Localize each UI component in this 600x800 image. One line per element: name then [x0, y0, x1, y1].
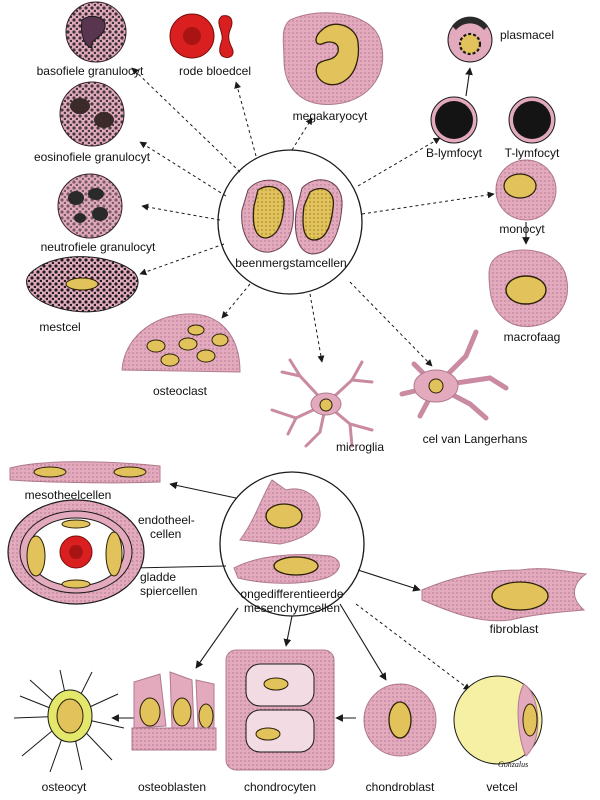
label-smooth-muscle-2: spiercellen — [140, 584, 198, 598]
label-plasma-cell: plasmacel — [500, 28, 555, 42]
neutrophil-cell — [57, 173, 123, 239]
mast-cell — [26, 256, 139, 313]
label-stem-cells: beenmergstamcellen — [235, 256, 347, 270]
mesothelial-cells — [9, 461, 161, 484]
osteoblast-cells — [131, 671, 217, 751]
t-lymphocyte-cell — [508, 96, 556, 144]
label-fibroblast: fibroblast — [489, 622, 539, 636]
label-osteoblasts: osteoblasten — [137, 780, 207, 794]
label-fat-cell: vetcel — [486, 780, 518, 794]
label-mesothelial: mesotheelcellen — [24, 488, 112, 502]
megakaryocyte-cell — [282, 12, 384, 105]
b-lymphocyte-cell — [430, 96, 478, 144]
label-microglia: microglia — [335, 440, 385, 454]
bone-marrow-stem-cells — [217, 149, 363, 295]
mesenchymal-arrows — [111, 481, 421, 722]
label-osteocyte: osteocyt — [41, 780, 87, 794]
label-eosinophil: eosinofiele granulocyt — [33, 150, 151, 164]
stem-cell-arrows — [131, 67, 495, 367]
artist-signature: Gonzalus — [498, 760, 529, 769]
osteocyte-cell — [13, 669, 125, 773]
to-fat-cell-arrow — [355, 603, 471, 691]
microglia-cell — [270, 358, 374, 448]
blood-vessel — [7, 499, 145, 605]
b-to-plasma-arrow — [465, 67, 473, 97]
monocyte-cell — [495, 159, 557, 221]
red-blood-cell — [169, 13, 234, 59]
fibroblast-cell — [421, 568, 588, 622]
label-monocyte: monocyt — [499, 222, 545, 236]
label-mesenchymal-1: ongedifferentieerde — [240, 587, 344, 601]
fat-cell — [453, 675, 543, 765]
label-chondroblast: chondroblast — [365, 780, 435, 794]
label-chondrocytes: chondrocyten — [243, 780, 317, 794]
mesenchymal-cells — [219, 471, 365, 617]
plasma-cell — [447, 16, 493, 63]
label-red-blood-cell: rode bloedcel — [178, 64, 252, 78]
macrophage-cell — [488, 249, 568, 328]
chondrocyte-cells — [225, 649, 335, 771]
label-langerhans: cel van Langerhans — [422, 432, 528, 446]
osteoclast-cell — [121, 313, 241, 373]
langerhans-cell — [399, 329, 509, 421]
label-mesenchymal-2: mesenchymcellen — [243, 601, 341, 615]
label-macrophage: macrofaag — [503, 330, 561, 344]
label-endothelial-1: endotheel- — [138, 513, 195, 527]
label-neutrophil: neutrofiele granulocyt — [40, 240, 156, 254]
label-megakaryocyte: megakaryocyt — [292, 109, 368, 123]
chondroblast-cell — [363, 683, 437, 757]
label-smooth-muscle-1: gladde — [140, 570, 177, 584]
label-t-lymphocyte: T-lymfocyt — [504, 146, 560, 160]
eosinophil-cell — [59, 81, 125, 147]
label-b-lymphocyte: B-lymfocyt — [425, 146, 483, 160]
label-basophil: basofiele granulocyt — [36, 64, 144, 78]
basophil-cell — [65, 1, 127, 63]
label-mast-cell: mestcel — [39, 320, 81, 334]
label-osteoclast: osteoclast — [152, 384, 208, 398]
label-endothelial-2: cellen — [150, 527, 182, 541]
